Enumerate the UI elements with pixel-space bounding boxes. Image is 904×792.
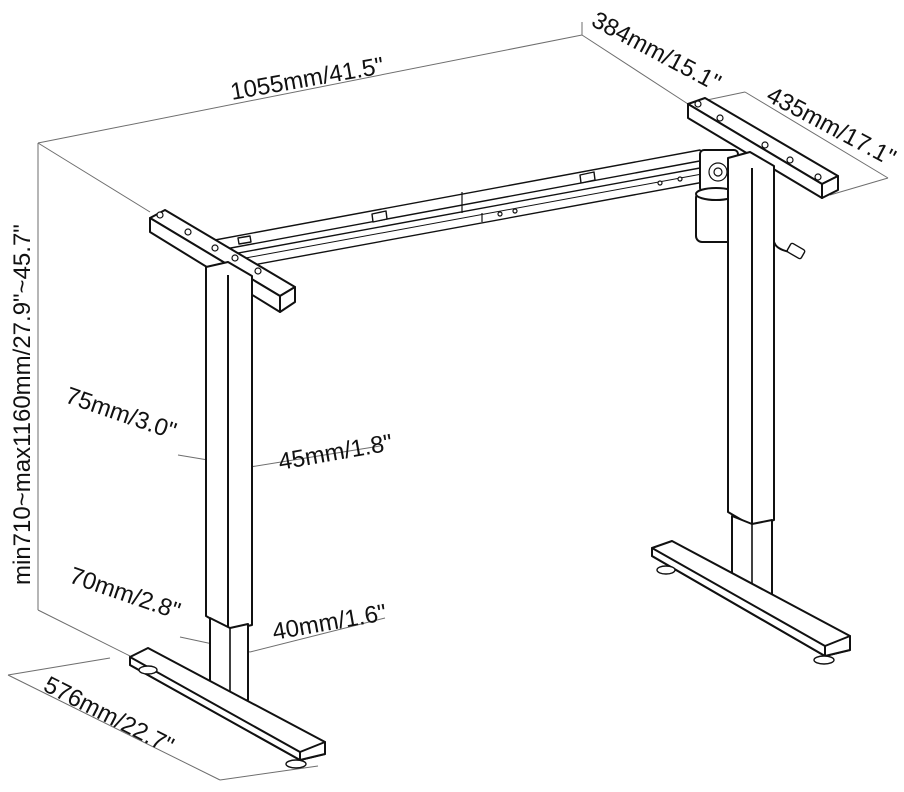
dimension-lines (7, 22, 889, 781)
height-range-label: min710~max1160mm/27.9"~45.7" (9, 224, 36, 585)
foot-length-label: 576mm/22.7" (39, 671, 178, 759)
upper-column-width-label: 45mm/1.8" (276, 429, 394, 476)
left-leg (205, 261, 253, 705)
motor (695, 149, 739, 243)
left-foot (129, 647, 326, 769)
lower-column-width-label: 40mm/1.6" (270, 599, 388, 646)
right-top-bracket (687, 97, 839, 199)
width-label: 1055mm/41.5" (228, 52, 386, 106)
right-leg (727, 151, 775, 603)
right-foot (651, 540, 851, 665)
upper-column-depth-label: 75mm/3.0" (62, 382, 180, 445)
lower-column-depth-label: 70mm/2.8" (66, 562, 184, 625)
crossbar (214, 149, 706, 271)
